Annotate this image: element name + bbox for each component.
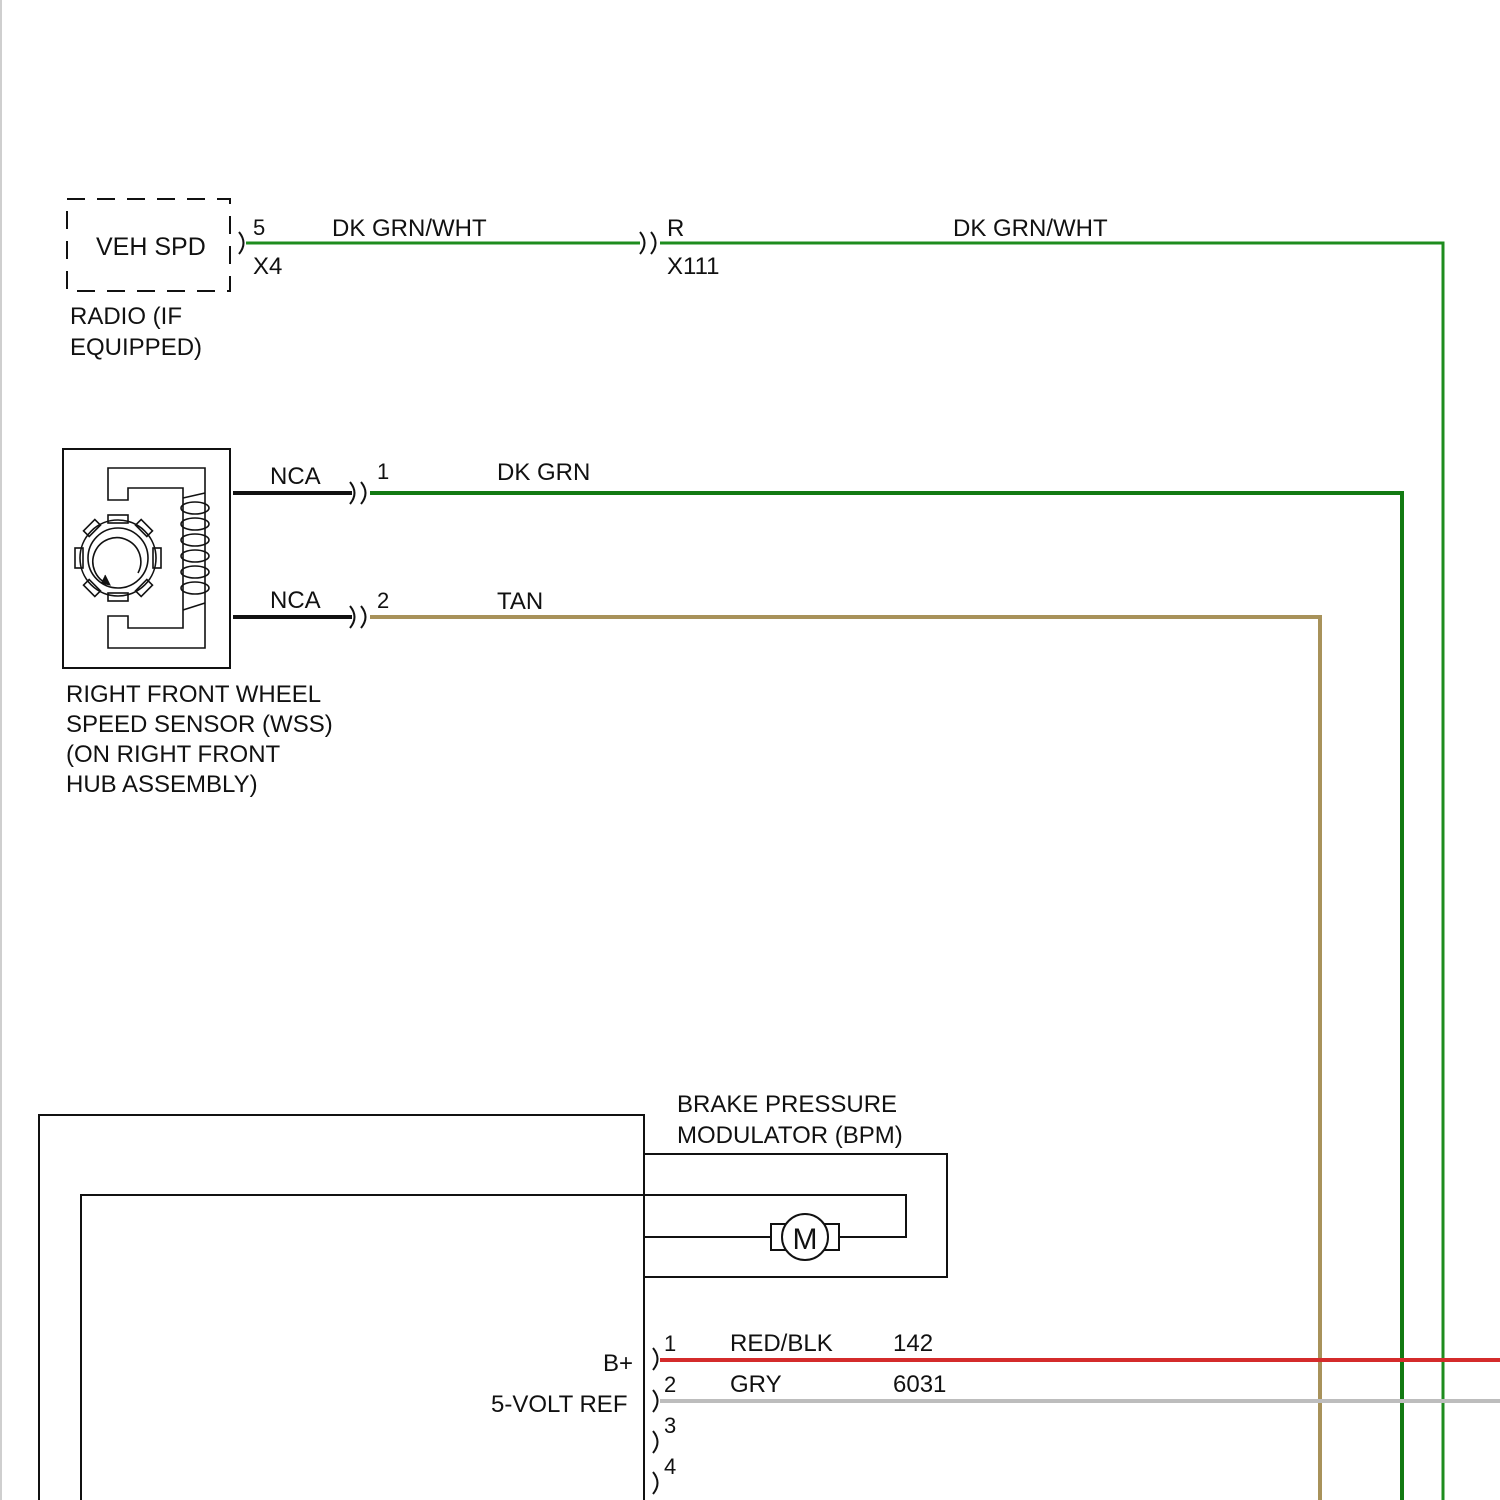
ebcm-pin3-connector [653, 1431, 658, 1453]
bpm-name-line2: MODULATOR (BPM) [677, 1122, 903, 1149]
x111-pin-label: R [667, 215, 684, 242]
radio-function-label: VEH SPD [96, 233, 206, 261]
five-volt-ref-label: 5-VOLT REF [491, 1391, 627, 1418]
ebcm-pin4-connector [653, 1472, 658, 1494]
wss-pin1-connector-female [361, 482, 366, 504]
wss-tone-wheel [75, 515, 161, 601]
brake-pressure-modulator: BRAKE PRESSURE MODULATOR (BPM) M [644, 1091, 947, 1277]
ebcm-pin3-number: 3 [664, 1413, 676, 1438]
wss-name-line1: RIGHT FRONT WHEEL [66, 681, 321, 708]
wheel-speed-sensor: RIGHT FRONT WHEEL SPEED SENSOR (WSS) (ON… [63, 449, 333, 798]
wss-name-line3: (ON RIGHT FRONT [66, 741, 281, 768]
ebcm-connector: B+ 5-VOLT REF 1 RED/BLK 142 2 GRY 6031 3… [491, 1330, 1500, 1494]
wss-pin1-number: 1 [377, 459, 389, 484]
wss-pin2-number: 2 [377, 588, 389, 613]
wire-dk-grn-wht-segment-b [660, 243, 1443, 1500]
ebcm-pin2-connector [653, 1390, 658, 1412]
ebcm-outer-frame [39, 1115, 644, 1500]
wire-dk-grn-label: DK GRN [497, 459, 590, 486]
radio-name-line1: RADIO (IF [70, 303, 182, 330]
radio-component: VEH SPD RADIO (IF EQUIPPED) 5 X4 [67, 199, 282, 361]
x111-connector-male [640, 232, 645, 254]
x111-connector-female [651, 232, 656, 254]
ebcm-module [39, 1115, 644, 1500]
wire-gry-label: GRY [730, 1371, 782, 1398]
wire-tan-label: TAN [497, 588, 543, 615]
ebcm-pin2-number: 2 [664, 1372, 676, 1397]
bpm-motor-wire-right [644, 1195, 906, 1237]
wire-tan: NCA 2 TAN [233, 587, 1320, 1500]
wss-lead1-label: NCA [270, 463, 321, 490]
wire-red-blk-label: RED/BLK [730, 1330, 833, 1357]
wire-dk-grn-wht: DK GRN/WHT DK GRN/WHT R X111 [246, 215, 1443, 1500]
circuit-6031-label: 6031 [893, 1371, 946, 1398]
ebcm-inner-frame [81, 1195, 644, 1500]
wire-color-label-b: DK GRN/WHT [953, 215, 1108, 242]
motor-symbol-label: M [793, 1223, 818, 1256]
ebcm-pin1-number: 1 [664, 1331, 676, 1356]
radio-connector-name: X4 [253, 253, 282, 280]
radio-connector-symbol [239, 232, 244, 254]
x111-connector-name: X111 [667, 253, 720, 280]
circuit-142-label: 142 [893, 1330, 933, 1357]
wss-name-line4: HUB ASSEMBLY) [66, 771, 258, 798]
radio-name-line2: EQUIPPED) [70, 334, 202, 361]
ebcm-pin4-number: 4 [664, 1454, 676, 1479]
wire-dk-grn-path [370, 493, 1402, 1500]
wire-tan-path [370, 617, 1320, 1500]
wire-color-label-a: DK GRN/WHT [332, 215, 487, 242]
wss-pin2-connector-female [361, 606, 366, 628]
ebcm-pin1-connector [653, 1348, 658, 1370]
wss-lead2-label: NCA [270, 587, 321, 614]
rotation-arrow-icon [93, 538, 141, 584]
b-plus-label: B+ [603, 1350, 633, 1377]
bpm-name-line1: BRAKE PRESSURE [677, 1091, 897, 1118]
wss-name-line2: SPEED SENSOR (WSS) [66, 711, 333, 738]
radio-pin-number: 5 [253, 215, 265, 240]
